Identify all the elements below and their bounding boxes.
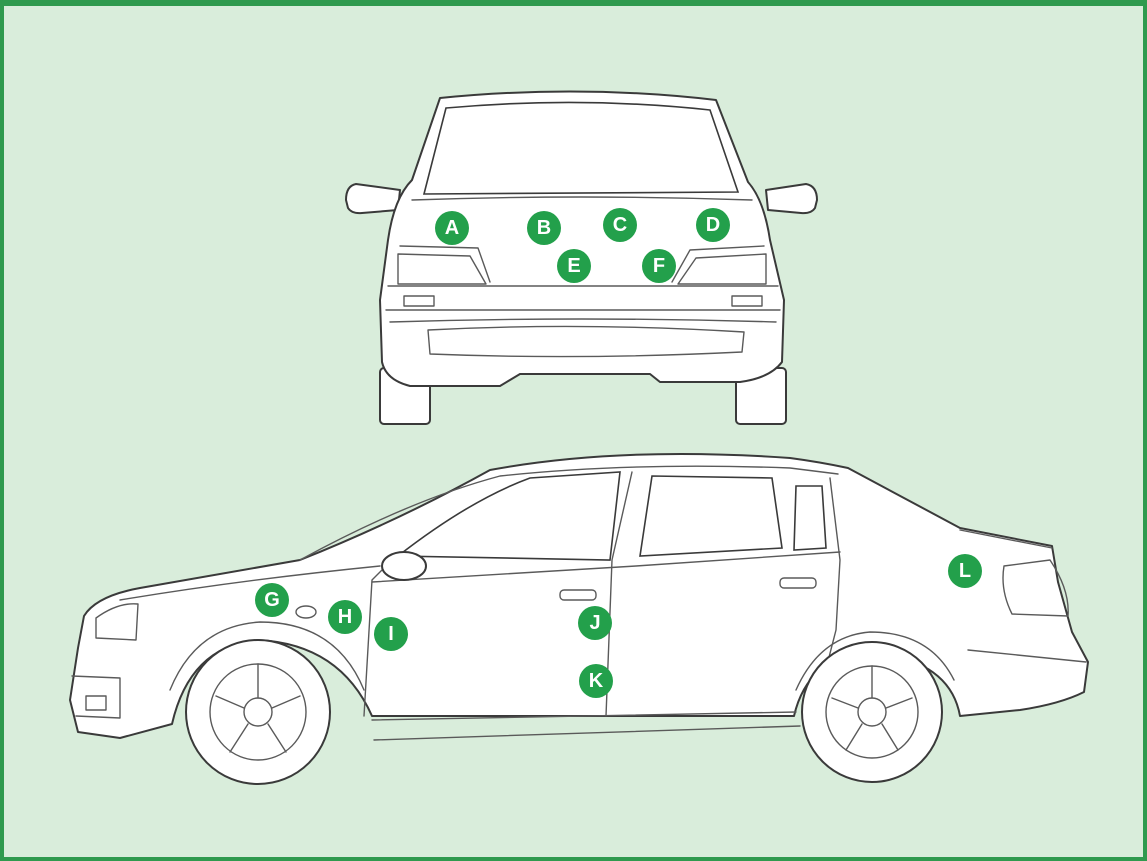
svg-text:J: J — [589, 612, 600, 634]
marker-l: L — [948, 554, 982, 588]
right-mirror — [766, 184, 817, 213]
svg-text:I: I — [388, 623, 394, 645]
side-mirror — [382, 552, 426, 580]
marker-c: C — [603, 208, 637, 242]
svg-text:A: A — [445, 217, 459, 239]
marker-b: B — [527, 211, 561, 245]
marker-i: I — [374, 617, 408, 651]
svg-text:B: B — [537, 217, 551, 239]
marker-h: H — [328, 600, 362, 634]
svg-text:D: D — [706, 214, 720, 236]
svg-text:K: K — [589, 670, 604, 692]
svg-text:H: H — [338, 606, 352, 628]
marker-d: D — [696, 208, 730, 242]
quarter-window — [794, 486, 826, 550]
marker-f: F — [642, 249, 676, 283]
left-mirror — [346, 184, 400, 213]
svg-text:F: F — [653, 255, 665, 277]
rear-side-window — [640, 476, 782, 556]
windshield — [424, 102, 738, 194]
svg-text:G: G — [264, 589, 280, 611]
front-wheel — [186, 640, 330, 784]
svg-text:E: E — [567, 255, 580, 277]
marker-k: K — [579, 664, 613, 698]
marker-g: G — [255, 583, 289, 617]
svg-text:L: L — [959, 560, 971, 582]
svg-text:C: C — [613, 214, 627, 236]
marker-a: A — [435, 211, 469, 245]
marker-j: J — [578, 606, 612, 640]
rear-wheel — [802, 642, 942, 782]
marker-e: E — [557, 249, 591, 283]
